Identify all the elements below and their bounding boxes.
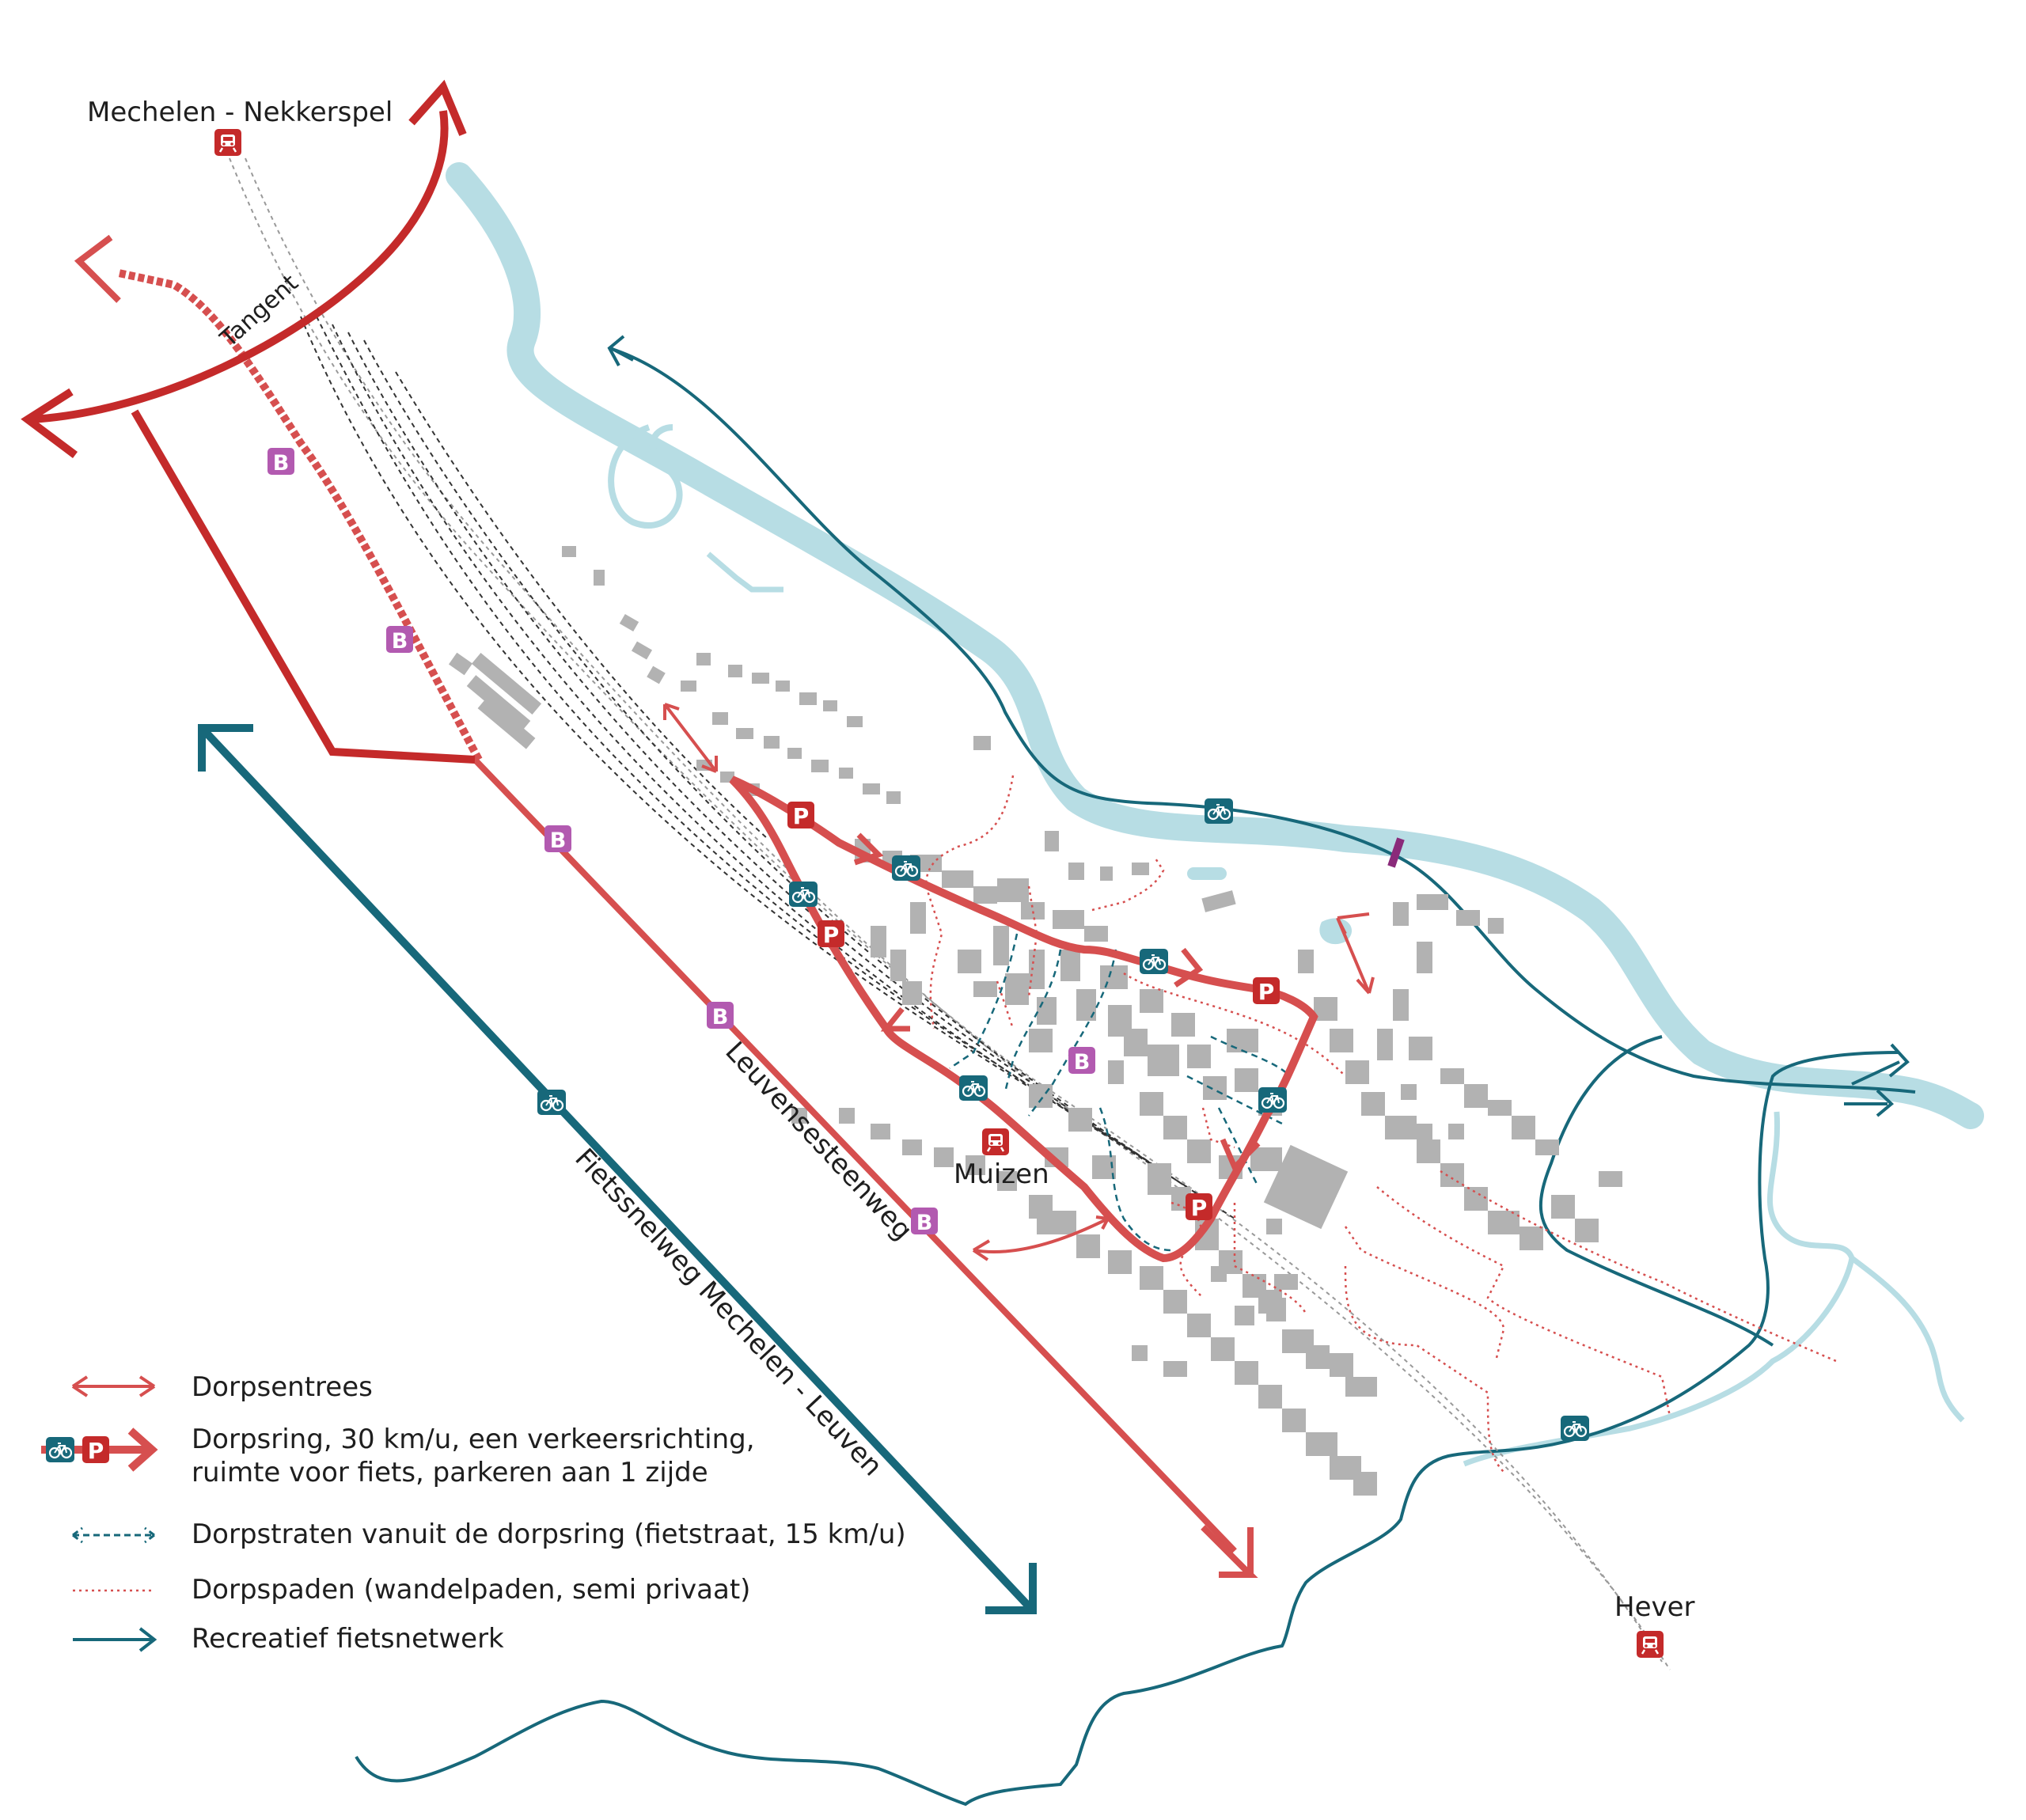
legend-dorpsentrees: Dorpsentrees	[192, 1371, 373, 1403]
tangent-connector	[131, 409, 476, 764]
fietssnelweg-route	[199, 725, 1032, 1610]
side-stream-2	[1850, 1256, 1965, 1423]
ring-arrow-1	[853, 832, 884, 866]
leuvensesteenweg-route	[472, 757, 1237, 1553]
parking-marker-1	[787, 802, 814, 829]
recreational-loop-inner	[1538, 1035, 1774, 1347]
leuvensesteenweg-arrowhead	[1201, 1525, 1258, 1578]
bicycle-icon	[44, 1435, 76, 1464]
bus-stop-4	[707, 1002, 734, 1029]
bicycle-icon	[536, 1088, 567, 1117]
lake	[1187, 867, 1227, 880]
bicycle-icon	[890, 854, 922, 882]
legend-dorpstraten: Dorpstraten vanuit de dorpsring (fietstr…	[192, 1519, 906, 1550]
bicycle-icon	[1138, 947, 1170, 976]
legend-dorpsring-line2: ruimte voor fiets, parkeren aan 1 zijde	[192, 1457, 708, 1488]
side-stream	[1463, 1111, 1855, 1467]
bus-stop-5	[1068, 1047, 1095, 1075]
recreational-arrow-east-1	[1851, 1043, 1910, 1086]
train-icon	[1635, 1629, 1665, 1659]
bicycle-icon	[1257, 1086, 1288, 1114]
river-creek	[706, 552, 783, 593]
leuvensesteenweg-dashed	[117, 269, 483, 762]
railway-tracks	[229, 157, 1671, 1670]
bicycle-icon	[958, 1074, 989, 1102]
fietssnelweg-arrow-se	[985, 1563, 1037, 1614]
recreational-arrow-north	[607, 335, 634, 366]
legend-dorpspaden: Dorpspaden (wandelpaden, semi privaat)	[192, 1574, 750, 1606]
legend-symbol-dorpstraten	[72, 1526, 155, 1544]
bicycle-icon	[787, 880, 819, 908]
legend: Dorpsentrees Dorpsring, 30 km/u, een ver…	[41, 1371, 906, 1655]
dashed-arrowhead	[74, 234, 121, 303]
tangent-arrow-west	[21, 388, 78, 458]
bus-stop-1	[267, 448, 294, 476]
legend-recreatief: Recreatief fietsnetwerk	[192, 1623, 504, 1655]
tangent-arc	[31, 110, 449, 423]
parking-marker-2	[818, 920, 844, 948]
ring-arrow-4	[880, 1007, 910, 1032]
dorpspaden	[924, 775, 1837, 1473]
pond	[1319, 918, 1353, 945]
river-bridge	[1387, 837, 1405, 868]
bicycle-icon	[1559, 1414, 1591, 1443]
bus-stop-2	[386, 626, 413, 654]
recreational-arrow-east-2	[1844, 1089, 1895, 1117]
bicycle-icon	[1203, 797, 1235, 825]
dorpstraten	[949, 933, 1291, 1252]
tangent-arrow-north	[408, 79, 467, 136]
parking-marker-4	[1186, 1193, 1212, 1221]
recreational-loop-east	[355, 1051, 1900, 1807]
river	[446, 162, 1984, 1129]
legend-symbol-dorpsentrees	[71, 1375, 156, 1397]
bus-stop-3	[544, 825, 571, 853]
river-oxbow	[608, 424, 683, 529]
label-muizen: Muizen	[954, 1158, 1049, 1190]
label-hever: Hever	[1614, 1591, 1695, 1623]
legend-dorpsring: Dorpsring, 30 km/u, een verkeersrichting…	[192, 1424, 755, 1455]
ring-arrow-2	[1174, 947, 1204, 988]
train-icon	[213, 127, 243, 157]
train-icon	[981, 1127, 1011, 1157]
fietssnelweg-arrow-nw	[198, 724, 253, 772]
legend-parking-icon	[82, 1436, 109, 1464]
parking-marker-3	[1253, 977, 1280, 1005]
label-mechelen-nekkerspel: Mechelen - Nekkerspel	[87, 97, 393, 128]
recreational-loop	[609, 347, 1916, 1094]
legend-symbol-recreatief	[73, 1627, 157, 1652]
label-tangent: Tangent	[214, 269, 304, 353]
label-leuvensesteenweg: Leuvensesteenweg	[719, 1036, 918, 1246]
ring-arrow-3	[1220, 1138, 1261, 1173]
dorpsentrees	[663, 703, 1375, 1261]
